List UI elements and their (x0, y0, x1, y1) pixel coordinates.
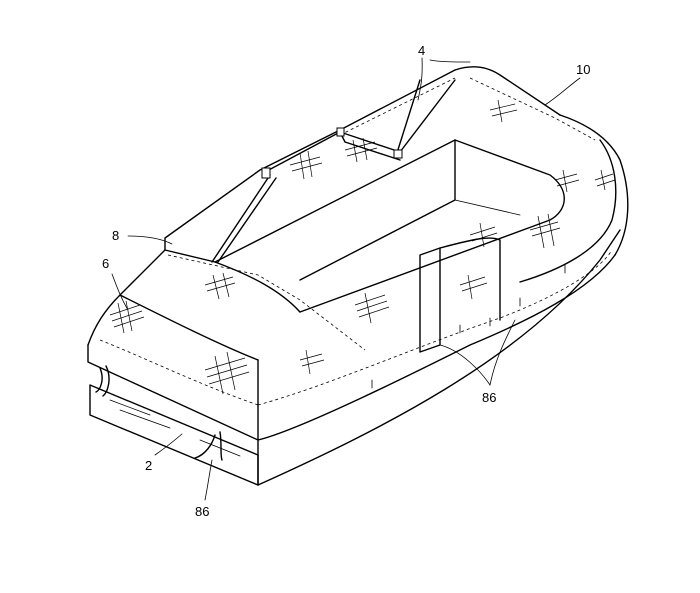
ref-label-6: 6 (102, 256, 109, 271)
leader-lines (111, 57, 581, 501)
support-frame (211, 79, 456, 263)
ref-label-10: 10 (576, 62, 590, 77)
boat-hull (89, 229, 621, 486)
ref-label-86-right: 86 (482, 390, 496, 405)
cover-body (87, 66, 629, 456)
ref-label-86-bottom: 86 (195, 504, 209, 519)
reference-numerals: 4 10 8 6 86 2 86 (102, 43, 590, 519)
ref-label-2: 2 (145, 458, 152, 473)
ref-label-8: 8 (112, 228, 119, 243)
camouflage-pattern (109, 99, 616, 395)
ref-label-4: 4 (418, 43, 425, 58)
tie-down-straps (95, 264, 566, 461)
